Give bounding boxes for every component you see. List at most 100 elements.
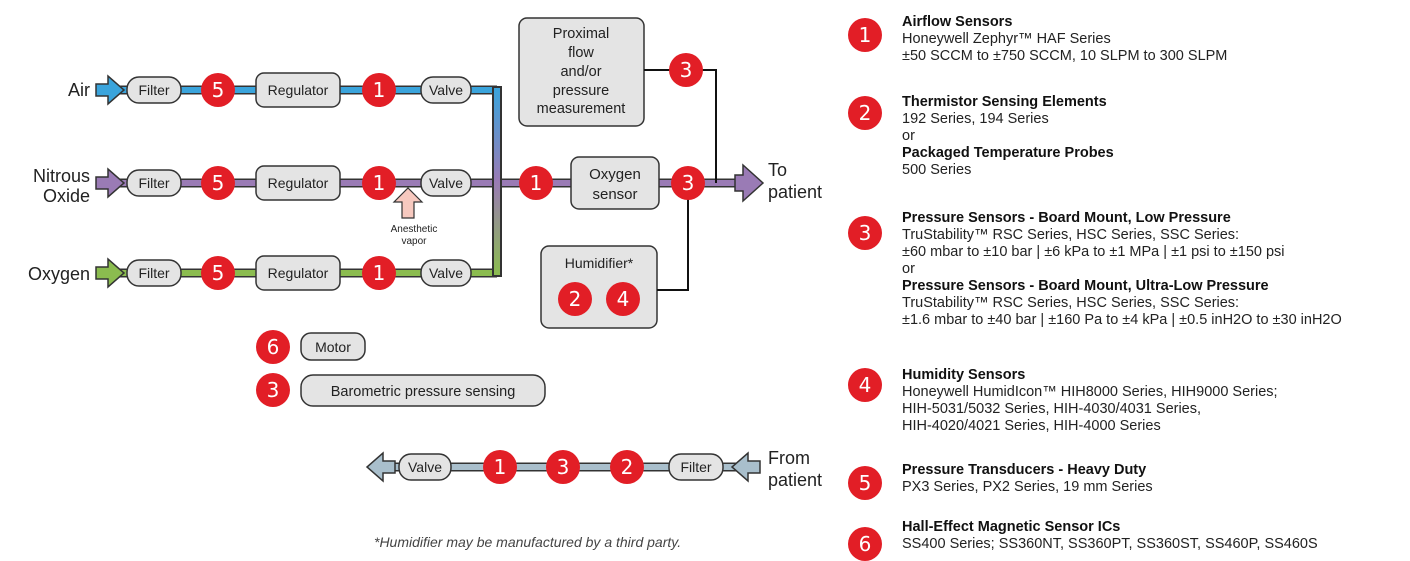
svg-text:3: 3 <box>557 455 570 479</box>
nitrous-valve <box>420 169 472 197</box>
legend-badge-4: 4 <box>848 368 882 402</box>
svg-text:5: 5 <box>212 171 225 195</box>
proximal-label-4: pressure <box>553 83 609 99</box>
oxygen-sensor-label-1: Oxygen <box>589 166 641 183</box>
to-patient-arrow <box>734 163 765 203</box>
motor-box <box>300 332 366 361</box>
proximal-label-3: and/or <box>560 64 601 80</box>
svg-text:5: 5 <box>212 78 225 102</box>
air-filter <box>126 76 182 104</box>
nitrous-regulator <box>255 165 341 201</box>
barometric-box <box>300 374 546 407</box>
oxygen-regulator-label: Regulator <box>268 265 329 281</box>
oxygen-filter <box>126 259 182 287</box>
svg-text:2: 2 <box>569 287 582 311</box>
oxygen-filter-label: Filter <box>138 265 169 281</box>
legend-3-line5: ±1.6 mbar to ±40 bar | ±160 Pa to ±4 kPa… <box>902 312 1342 328</box>
oxygen-input-arrow <box>95 257 126 289</box>
humidifier-connection <box>657 183 689 291</box>
legend-4-line2: HIH-5031/5032 Series, HIH-4030/4031 Seri… <box>902 401 1202 417</box>
legend-3-title: Pressure Sensors - Board Mount, Low Pres… <box>902 210 1231 226</box>
legend-5-line1: PX3 Series, PX2 Series, 19 mm Series <box>902 479 1153 495</box>
svg-text:6: 6 <box>267 335 280 359</box>
return-filter <box>668 453 724 481</box>
oxygen-sensor-label-2: sensor <box>592 186 637 203</box>
legend-2-line3: 500 Series <box>902 162 972 178</box>
proximal-connection <box>644 69 717 183</box>
svg-text:3: 3 <box>267 378 280 402</box>
anesthetic-label-2: vapor <box>401 236 427 247</box>
svg-text:2: 2 <box>621 455 634 479</box>
return-out-arrow <box>365 451 396 483</box>
legend-2-line1: 192 Series, 194 Series <box>902 111 1049 127</box>
return-valve <box>398 453 452 481</box>
proximal-measurement-box <box>518 17 645 127</box>
humidifier-label: Humidifier* <box>565 255 634 271</box>
legend-2-title2: Packaged Temperature Probes <box>902 145 1114 161</box>
air-valve-label: Valve <box>429 82 463 98</box>
legend-6-title: Hall-Effect Magnetic Sensor ICs <box>902 519 1121 535</box>
badge-barometric-3: 3 <box>256 373 290 407</box>
badge-oxygen-1: 1 <box>362 256 396 290</box>
svg-text:3: 3 <box>680 58 693 82</box>
nitrous-label-1: Nitrous <box>33 166 90 186</box>
svg-text:1: 1 <box>373 261 386 285</box>
barometric-label: Barometric pressure sensing <box>331 384 516 400</box>
svg-text:3: 3 <box>682 171 695 195</box>
legend-1-title: Airflow Sensors <box>902 14 1013 30</box>
legend-badge-1: 1 <box>848 18 882 52</box>
to-patient-label-1: To <box>768 160 787 180</box>
legend-3-line1: TruStability™ RSC Series, HSC Series, SS… <box>902 227 1240 243</box>
legend-3-title2: Pressure Sensors - Board Mount, Ultra-Lo… <box>902 278 1269 294</box>
badge-humidifier-4: 4 <box>606 282 640 316</box>
svg-text:4: 4 <box>617 287 630 311</box>
air-label: Air <box>68 80 90 100</box>
to-patient-label-2: patient <box>768 182 822 202</box>
badge-return-1: 1 <box>483 450 517 484</box>
from-patient-label-2: patient <box>768 470 822 490</box>
motor-label: Motor <box>315 339 351 355</box>
anesthetic-label-1: Anesthetic <box>391 224 438 235</box>
badge-return-2: 2 <box>610 450 644 484</box>
badge-air-1: 1 <box>362 73 396 107</box>
air-regulator <box>255 72 341 108</box>
anesthetic-vapor-arrow <box>392 187 424 219</box>
svg-text:1: 1 <box>373 78 386 102</box>
legend-3-line3: or <box>902 261 915 277</box>
legend-5-title: Pressure Transducers - Heavy Duty <box>902 462 1147 478</box>
legend-6-line1: SS400 Series; SS360NT, SS360PT, SS360ST,… <box>902 536 1318 552</box>
legend-3-line4: TruStability™ RSC Series, HSC Series, SS… <box>902 295 1240 311</box>
legend-2-line2: or <box>902 128 915 144</box>
legend-1-line2: ±50 SCCM to ±750 SCCM, 10 SLPM to 300 SL… <box>902 48 1228 64</box>
nitrous-input-arrow <box>95 167 126 199</box>
legend-4-line1: Honeywell HumidIcon™ HIH8000 Series, HIH… <box>902 384 1278 400</box>
badge-mix-1: 1 <box>519 166 553 200</box>
badge-nitrous-1: 1 <box>362 166 396 200</box>
badge-return-3: 3 <box>546 450 580 484</box>
proximal-label-1: Proximal <box>553 26 609 42</box>
return-filter-label: Filter <box>680 459 711 475</box>
air-regulator-label: Regulator <box>268 82 329 98</box>
svg-text:1: 1 <box>530 171 543 195</box>
mixing-manifold <box>492 86 502 277</box>
legend-badge-2: 2 <box>848 96 882 130</box>
legend-badge-3: 3 <box>848 216 882 250</box>
oxygen-valve <box>420 259 472 287</box>
legend-4-line3: HIH-4020/4021 Series, HIH-4000 Series <box>902 418 1161 434</box>
nitrous-regulator-label: Regulator <box>268 175 329 191</box>
air-input-arrow <box>95 74 126 106</box>
badge-humidifier-2: 2 <box>558 282 592 316</box>
oxygen-valve-label: Valve <box>429 265 463 281</box>
oxygen-label: Oxygen <box>28 264 90 284</box>
badge-air-5: 5 <box>201 73 235 107</box>
svg-text:5: 5 <box>212 261 225 285</box>
air-valve <box>420 76 472 104</box>
nitrous-valve-label: Valve <box>429 175 463 191</box>
badge-oxygen-5: 5 <box>201 256 235 290</box>
nitrous-filter-label: Filter <box>138 175 169 191</box>
from-patient-arrow <box>730 451 761 483</box>
return-valve-label: Valve <box>408 459 442 475</box>
badge-nitrous-5: 5 <box>201 166 235 200</box>
svg-text:1: 1 <box>373 171 386 195</box>
